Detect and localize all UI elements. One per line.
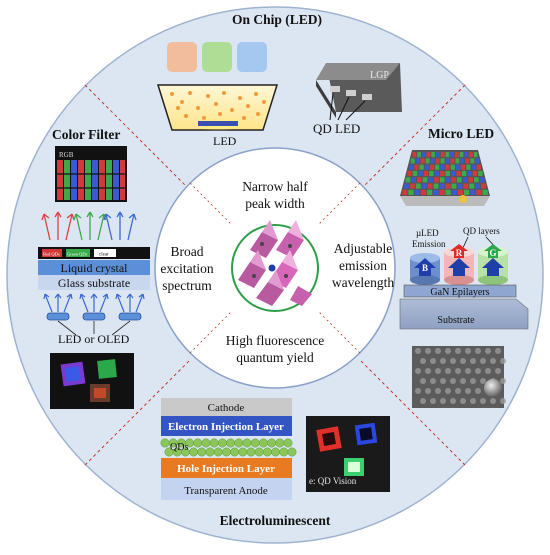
glass-substrate-layer [38,275,150,290]
property-broad-2: excitation [160,261,213,276]
qd-led-photo: LGP [316,63,402,118]
property-broad-3: spectrum [162,278,212,293]
subpixel-red-label: Red QDs [43,252,60,257]
quadrant-dividers [84,84,466,466]
property-adjustable-3: wavelength [332,275,394,290]
title-color-filter: Color Filter [52,127,120,142]
led-oled-label: LED or OLED [58,332,130,346]
micro-led-array [400,150,490,206]
property-narrow-2: peak width [245,196,305,211]
pixel-letter-g: G [489,248,496,258]
sem-photo [412,346,504,408]
blue-glow [237,42,267,72]
led-package-tray [156,84,279,131]
backlight-arrows [43,293,145,313]
pixel-letter-b: B [422,263,428,273]
liquid-crystal-label: Liquid crystal [61,261,129,275]
quadrant-titles: On Chip (LED) Color Filter Micro LED Ele… [52,12,494,528]
glass-substrate-label: Glass substrate [58,276,130,290]
subpixel-green-label: Green QDs [67,252,88,257]
substrate [399,298,529,330]
green-glow [202,42,232,72]
on-chip-illustration: LED LGP QD LED [156,42,402,148]
transparent-anode-label: Transparent Anode [184,485,268,497]
hole-injection-label: Hole Injection Layer [177,463,275,475]
transparent-anode-layer [161,478,292,500]
gan-epilayers [403,284,517,298]
hole-injection-layer [161,458,292,478]
subpixel-clear-label: clear [99,253,109,258]
substrate-label: Substrate [437,315,475,326]
rgb-label: RGB [59,151,74,159]
property-narrow-1: Narrow half [242,179,308,194]
qd-led-pointers [329,92,366,121]
title-micro-led: Micro LED [428,126,494,141]
rgb-subpixels [57,160,125,200]
lgp-label: LGP [370,70,389,81]
uled-emission-label-1: µLED [416,228,439,238]
qd-layers-label: QD layers [463,226,500,236]
gan-epilayers-label: GaN Epilayers [430,287,489,298]
pixel-letter-r: R [456,248,463,258]
micro-pixel-arrows [414,244,504,276]
property-high-fluor-1: High fluorescence [226,333,325,348]
property-broad-1: Broad [171,244,204,259]
led-label: LED [213,134,237,148]
cathode-label: Cathode [208,402,245,414]
liquid-crystal-layer [38,260,150,275]
led-oled-pointers [57,320,131,336]
electroluminescent-illustration: Cathode Electron Injection Layer QDs Hol… [160,398,390,500]
title-on-chip: On Chip (LED) [232,12,322,27]
cathode-layer [161,398,292,416]
qd-led-label: QD LED [313,121,360,136]
qd-vision-credit: e: QD Vision [309,476,357,486]
center-properties: Narrow half peak width Broad excitation … [160,179,394,365]
property-adjustable-2: emission [339,258,387,273]
qds-label: QDs [170,442,188,453]
color-filter-illustration: RGB Red QDs Green QDs clear Liquid cryst… [38,146,150,409]
title-electroluminescent: Electroluminescent [220,513,331,528]
pixel-letters: B R G [422,248,497,273]
electron-injection-layer [161,416,292,436]
micro-led-illustration: µLED Emission QD layers B R [399,150,529,408]
qd-vision-photo [306,416,390,492]
led-chip [198,121,238,126]
red-glow [167,42,197,72]
emission-arrows [41,211,137,241]
electron-injection-label: Electron Injection Layer [168,421,284,433]
property-adjustable-1: Adjustable [334,241,393,256]
perovskite-crystal-icon [238,220,312,306]
property-high-fluor-2: quantum yield [236,350,314,365]
led-sources [46,312,142,321]
qd-layer [160,438,297,457]
uled-emission-label-2: Emission [412,239,446,249]
